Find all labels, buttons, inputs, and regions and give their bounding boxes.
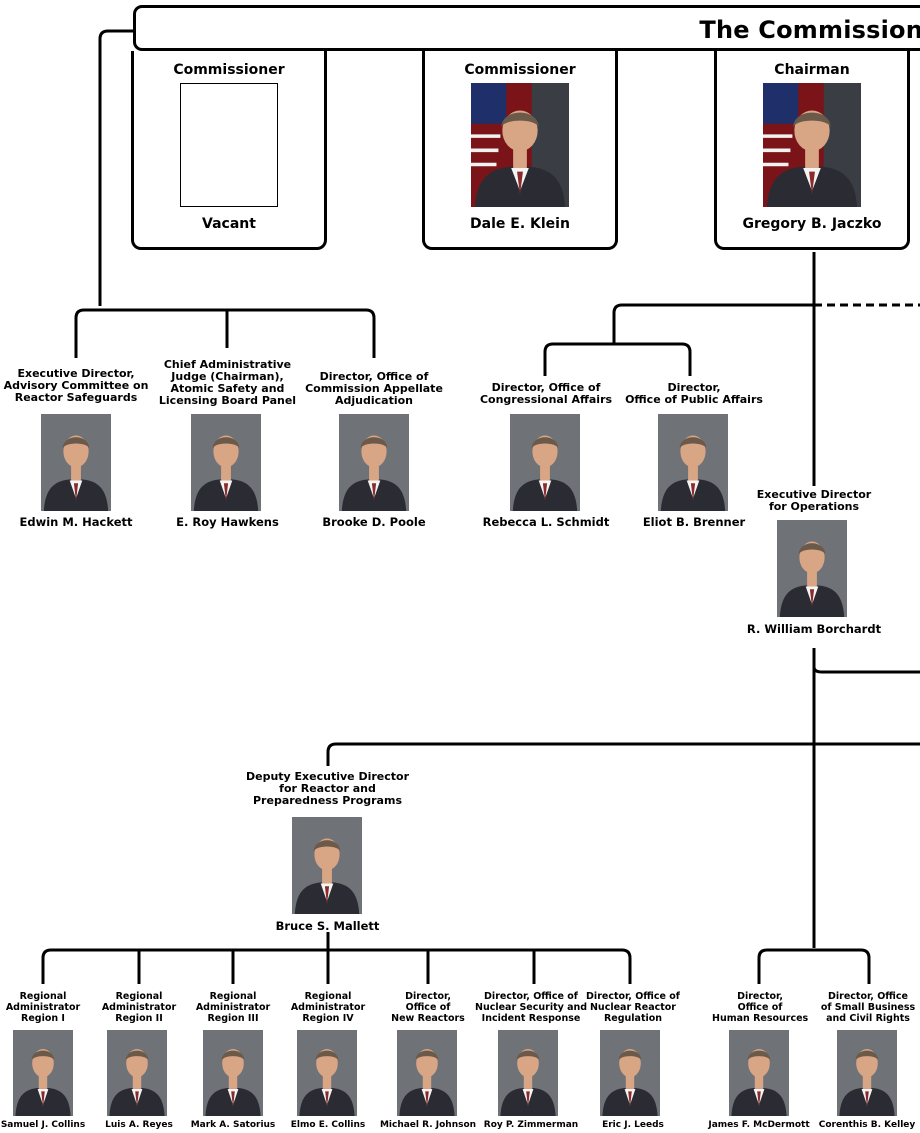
commissioner-box-klein: Commissioner Dale E. Klein [422, 51, 618, 250]
portrait-photo [203, 1030, 263, 1116]
connector-chairman-staff [612, 303, 814, 326]
portrait-photo [297, 1030, 357, 1116]
acrs-name: Edwin M. Hackett [19, 515, 133, 529]
region-3-name: Mark A. Satorius [190, 1120, 276, 1130]
portrait-photo [498, 1030, 558, 1116]
connector-left-staff [74, 308, 376, 358]
connector-hr-sbcr [757, 948, 871, 984]
opa-title: Director,Office of Public Affairs [625, 381, 763, 406]
portrait-photo [600, 1030, 660, 1116]
connector-commission-left [98, 29, 133, 306]
portrait-photo [13, 1030, 73, 1116]
portrait-photo [191, 414, 261, 511]
hr-name: James F. McDermott [708, 1120, 810, 1130]
portrait-photo [837, 1030, 897, 1116]
commissioner-name: Dale E. Klein [470, 216, 570, 232]
edo-name: R. William Borchardt [746, 622, 882, 636]
portrait-photo [471, 83, 569, 207]
dedr-name: Bruce S. Mallett [275, 919, 380, 933]
portrait-photo [107, 1030, 167, 1116]
portrait-photo [763, 83, 861, 207]
vacant-photo-placeholder [180, 83, 278, 207]
acrs-title: Executive Director,Advisory Committee on… [3, 367, 149, 404]
portrait-photo [292, 817, 362, 914]
chairman-name: Gregory B. Jaczko [742, 216, 882, 232]
portrait-photo [41, 414, 111, 511]
portrait-photo [339, 414, 409, 511]
portrait-photo [658, 414, 728, 511]
commissioner-role: Commissioner [464, 62, 576, 78]
commissioner-box-vacant: Commissioner Vacant [131, 51, 327, 250]
portrait-photo [510, 414, 580, 511]
region-4-name: Elmo E. Collins [290, 1120, 366, 1130]
ocaa-name: Brooke D. Poole [322, 515, 426, 529]
chairman-box-jaczko: Chairman Gregory B. Jaczko [714, 51, 910, 250]
connector-edo-right [812, 663, 920, 674]
region-1-name: Samuel J. Collins [0, 1120, 86, 1130]
chairman-role: Chairman [774, 62, 850, 78]
commissioner-name: Vacant [202, 216, 256, 232]
connector-oca-opa [543, 342, 692, 376]
aslbp-name: E. Roy Hawkens [176, 515, 279, 529]
portrait-photo [777, 520, 847, 617]
nsir-name: Roy P. Zimmerman [483, 1120, 579, 1130]
portrait-photo [397, 1030, 457, 1116]
nrr-name: Eric J. Leeds [602, 1120, 664, 1130]
sbcr-name: Corenthis B. Kelley [818, 1120, 916, 1130]
connector-dedr-branch [326, 742, 920, 766]
region-2-name: Luis A. Reyes [105, 1120, 173, 1130]
opa-name: Eliot B. Brenner [642, 515, 746, 529]
nro-name: Michael R. Johnson [379, 1120, 477, 1130]
commission-banner: The Commission [133, 5, 920, 51]
commissioner-role: Commissioner [173, 62, 285, 78]
banner-title: The Commission [699, 16, 920, 44]
connector-bottom-left-bar [41, 948, 632, 984]
portrait-photo [729, 1030, 789, 1116]
oca-name: Rebecca L. Schmidt [482, 515, 610, 529]
